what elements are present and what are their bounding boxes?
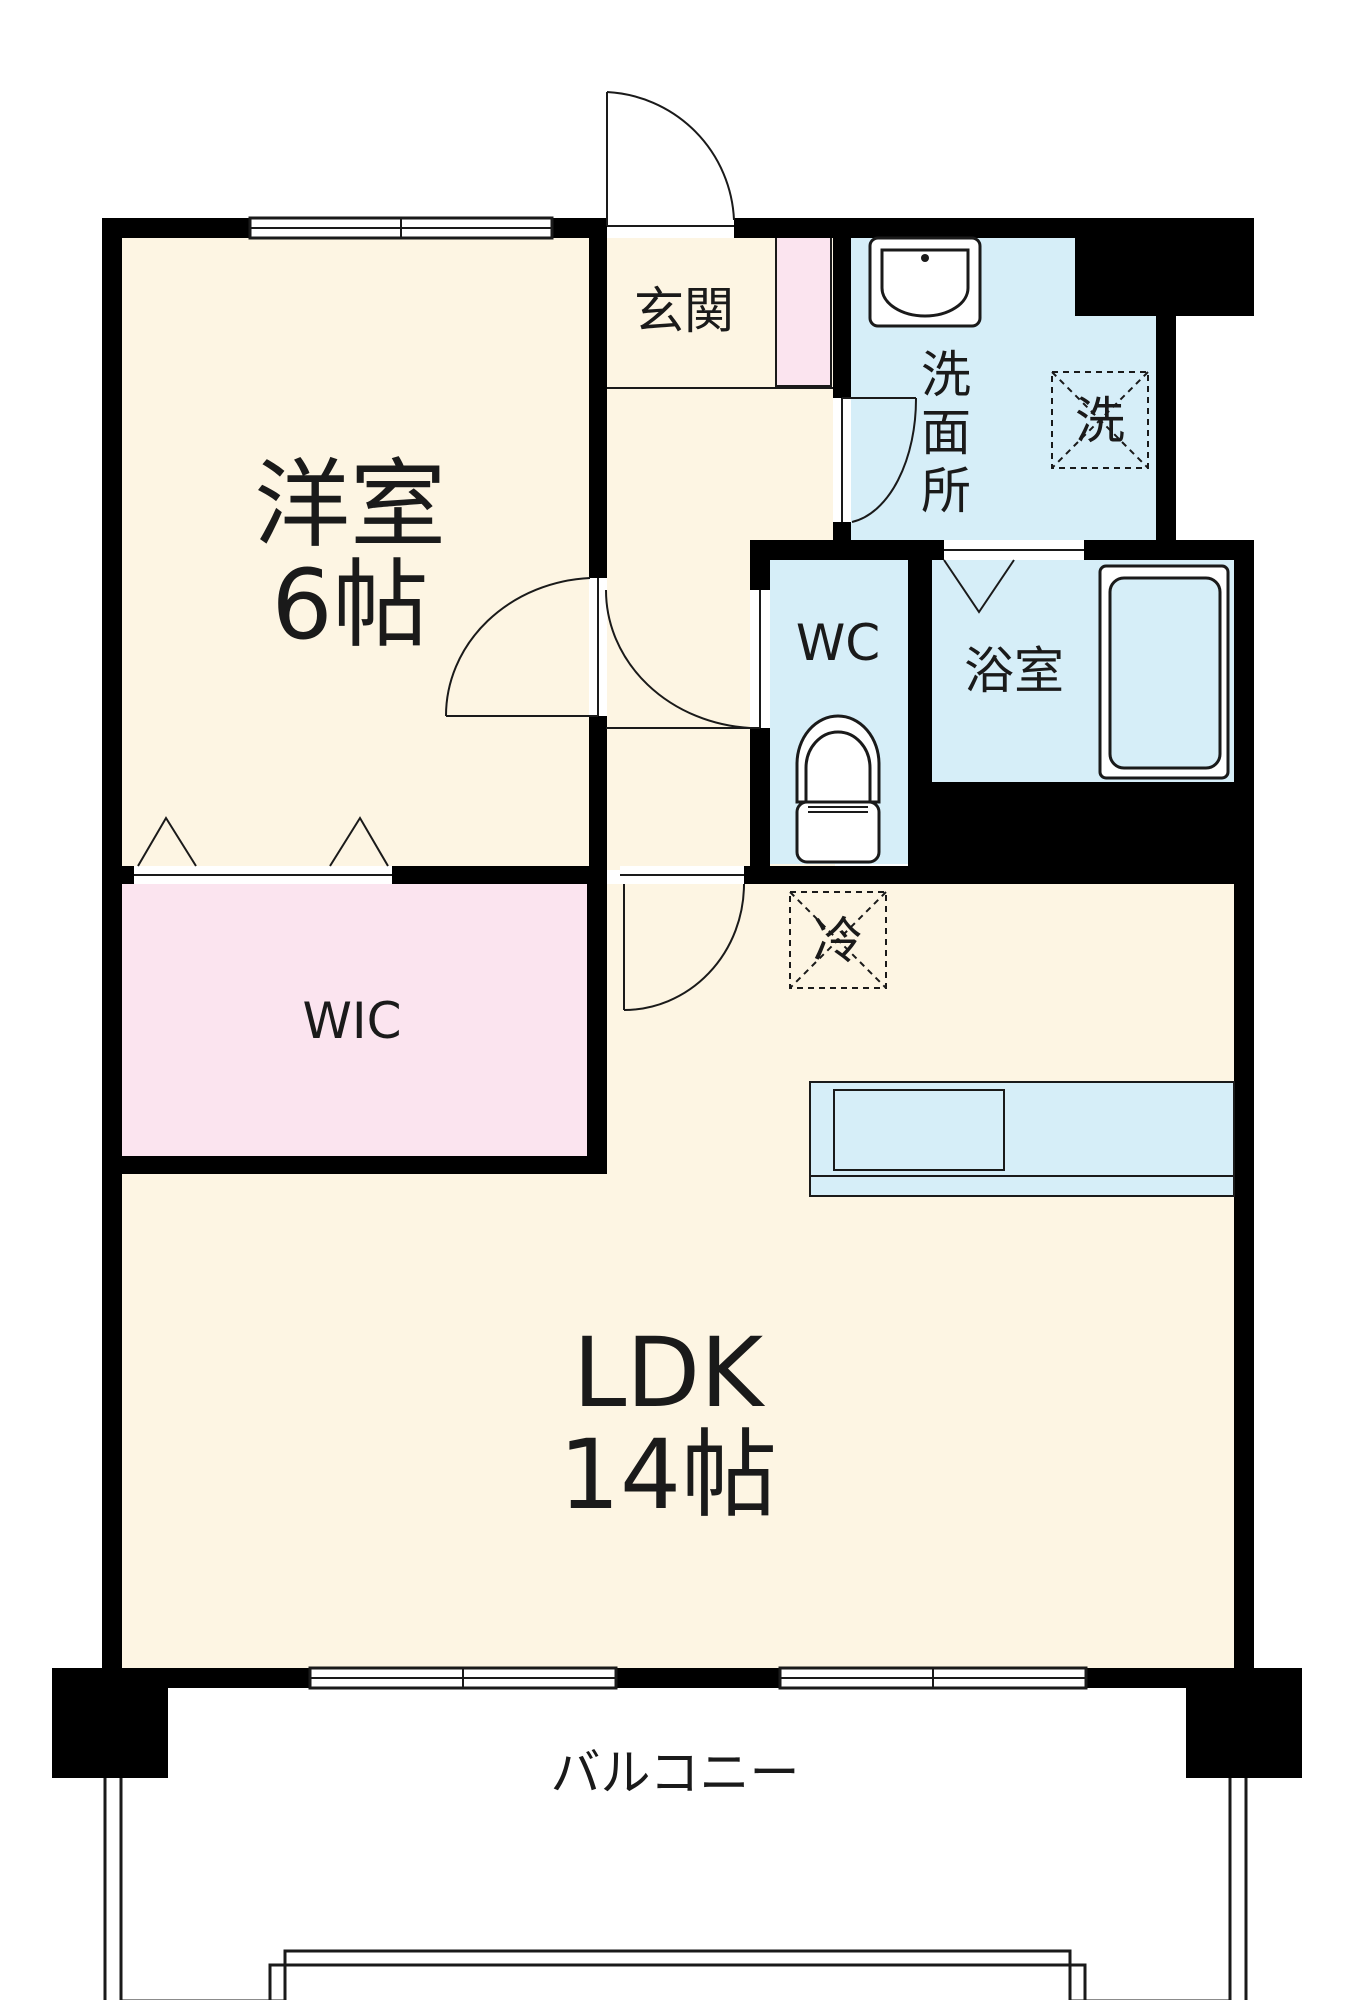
window-icon	[308, 1666, 618, 1690]
windows	[248, 216, 1088, 1690]
toilet-icon	[795, 714, 881, 864]
ldk-size: 14帖	[559, 1419, 777, 1531]
entrance-label: 玄関	[634, 282, 734, 340]
kitchen-counter-icon	[809, 1081, 1235, 1197]
wall-corner-block-bottom-right	[1186, 1668, 1302, 1778]
door-swing-icon	[444, 577, 607, 717]
western-room-size: 6帖	[271, 549, 428, 661]
balcony-label: バルコニー	[551, 1744, 800, 1802]
window-icon	[248, 216, 554, 240]
door-swing-icon	[134, 816, 392, 884]
wc-label: WC	[796, 614, 880, 672]
wall-hallway-ldk	[744, 866, 1254, 884]
ldk-floor	[120, 884, 1234, 1668]
wall-wic-right	[587, 866, 607, 1174]
wall-corner-block-top-right	[1075, 218, 1254, 316]
door-swing-icon	[604, 589, 770, 729]
door-swing-icon	[606, 91, 735, 238]
bathtub-icon	[1098, 564, 1230, 780]
washroom-label-char-1: 洗	[921, 346, 971, 404]
sink-icon	[868, 236, 982, 328]
washing-machine-space-icon	[1051, 371, 1149, 469]
washroom-label-char-2: 面	[921, 404, 971, 462]
doors	[134, 91, 1084, 1011]
wall-corner-block-bottom-left	[52, 1668, 168, 1778]
door-swing-icon	[943, 540, 1084, 614]
window-icon	[778, 1666, 1088, 1690]
door-swing-icon	[620, 866, 745, 1011]
western-room-name: 洋室	[254, 449, 446, 561]
wall-western-right	[589, 218, 607, 882]
bath-label: 浴室	[964, 642, 1064, 700]
refrigerator-space-icon	[789, 891, 887, 989]
balcony-railing-outer	[103, 1686, 1248, 2000]
wall-right	[1234, 540, 1254, 1688]
balcony-railing-inner	[119, 1686, 1232, 2000]
room-labels: 洋室 6帖 玄関 洗 面 所 洗 WC 浴室 冷 WIC LDK 14帖	[254, 282, 1125, 1531]
washer-mark-label: 洗	[1075, 392, 1125, 450]
ldk-name: LDK	[573, 1317, 765, 1429]
wall-washroom-right	[1156, 310, 1176, 542]
shoe-cabinet	[775, 235, 832, 387]
wall-left	[102, 218, 122, 1688]
wall-wic-bottom	[102, 1156, 607, 1174]
wic-floor	[120, 884, 587, 1156]
western-room-floor	[120, 236, 590, 866]
door-swing-icon	[833, 397, 918, 523]
fridge-mark-label: 冷	[813, 912, 863, 970]
balcony: バルコニー	[103, 1686, 1248, 2000]
wic-label: WIC	[302, 992, 401, 1050]
washroom-label-char-3: 所	[921, 462, 971, 520]
fixtures	[789, 236, 1235, 1197]
